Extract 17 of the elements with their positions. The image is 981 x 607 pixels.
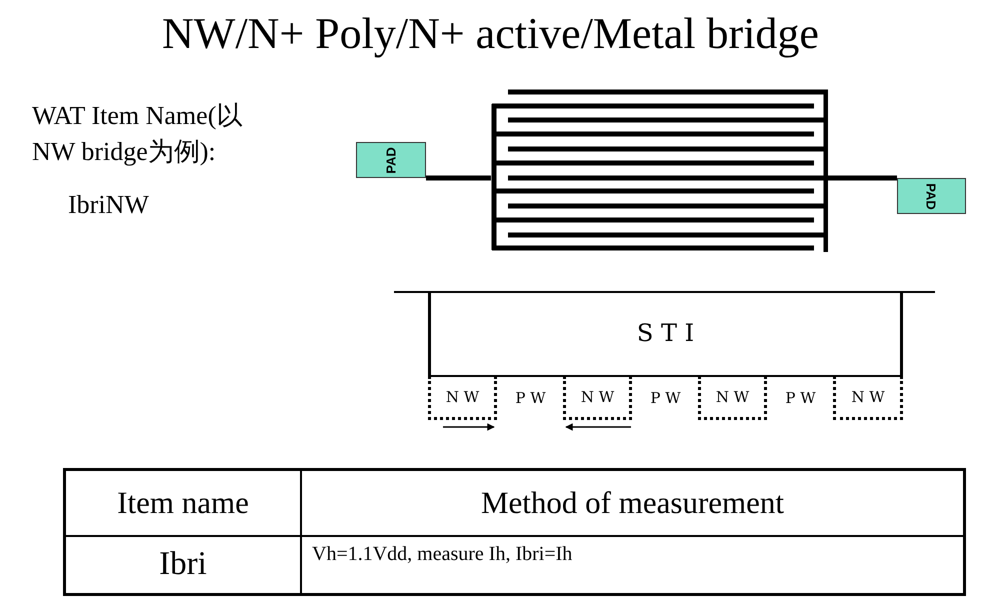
table-header-cell: Item name	[64, 470, 301, 536]
p-well-region: P W	[767, 376, 834, 420]
n-well-region: N W	[563, 376, 632, 420]
pad-box: PAD	[356, 142, 426, 178]
n-well-region: N W	[428, 376, 497, 420]
n-well-region: N W	[833, 376, 903, 420]
title: NW/N+ Poly/N+ active/Metal bridge	[161, 8, 820, 59]
item-name-text: IbriNW	[68, 190, 149, 220]
serpentine-comb-drawing	[491, 88, 828, 252]
n-well-region: N W	[698, 376, 767, 420]
p-well-region: P W	[497, 376, 564, 420]
heading-text: WAT Item Name(以 NW bridge为例):	[32, 100, 244, 168]
p-well-region: P W	[632, 376, 699, 420]
wire	[828, 176, 897, 180]
sti-region: S T I	[428, 291, 903, 377]
pad-box: PAD	[897, 178, 966, 214]
wire	[426, 176, 491, 180]
